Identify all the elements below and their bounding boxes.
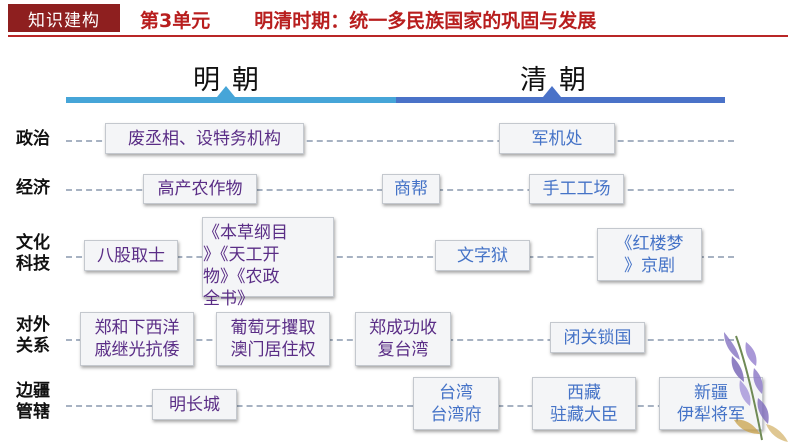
item-classic-books: 《本草纲目 》《天工开 物》《农政 全书》 — [202, 217, 334, 309]
row-line-culture — [66, 256, 734, 258]
row-label-foreign: 对外 关系 — [16, 315, 50, 357]
item-classic-books-line3: 物》《农政 — [203, 267, 280, 287]
row-label-border-line1: 边疆 — [16, 381, 50, 401]
item-taiwan-line1: 台湾 — [439, 382, 473, 403]
item-merchant-guilds: 商帮 — [382, 174, 440, 204]
row-label-culture-line2: 科技 — [16, 254, 50, 274]
item-xinjiang-line1: 新疆 — [694, 382, 728, 403]
row-line-border — [66, 405, 714, 407]
item-taiwan-prefecture: 台湾 台湾府 — [413, 377, 499, 430]
section-tag: 知识建构 — [8, 4, 120, 32]
item-abolish-prime-minister: 废丞相、设特务机构 — [105, 123, 304, 154]
qing-timeline-bar — [396, 97, 725, 103]
item-zheng-chenggong-line2: 复台湾 — [377, 340, 429, 360]
item-tibet-amban: 西藏 驻藏大臣 — [532, 377, 636, 430]
unit-number: 第3单元 — [140, 9, 211, 32]
row-label-foreign-line1: 对外 — [16, 315, 50, 335]
item-classic-books-line2: 》《天工开 — [203, 245, 280, 265]
row-label-culture: 文化 科技 — [16, 233, 50, 275]
row-label-border-line2: 管辖 — [16, 402, 50, 422]
item-closed-door-policy: 闭关锁国 — [550, 322, 645, 353]
item-tibet-line1: 西藏 — [567, 382, 601, 403]
item-classic-books-line4: 全书》 — [203, 289, 254, 309]
item-zheng-he-line2: 戚继光抗倭 — [94, 340, 180, 360]
item-tibet-line2: 驻藏大臣 — [550, 404, 618, 425]
item-zheng-he-line1: 郑和下西洋 — [94, 318, 180, 338]
row-label-politics: 政治 — [16, 129, 50, 149]
item-grand-council: 军机处 — [499, 123, 615, 154]
ming-timeline-bar — [66, 97, 396, 103]
row-label-culture-line1: 文化 — [16, 233, 50, 253]
row-label-foreign-line2: 关系 — [16, 336, 50, 356]
item-handicraft-workshops: 手工工场 — [529, 174, 624, 204]
item-portugal-line1: 葡萄牙攫取 — [230, 318, 316, 338]
row-label-border: 边疆 管辖 — [16, 381, 50, 423]
item-zheng-chenggong-taiwan: 郑成功收 复台湾 — [355, 312, 451, 366]
ming-pointer — [217, 86, 235, 97]
qing-pointer — [543, 86, 561, 97]
item-zheng-he-qi-jiguang: 郑和下西洋 戚继光抗倭 — [80, 312, 194, 366]
item-portugal-macau: 葡萄牙攫取 澳门居住权 — [216, 312, 330, 366]
unit-title: 第3单元 明清时期：统一多民族国家的巩固与发展 — [140, 5, 596, 33]
item-red-mansion-line2: 》京剧 — [624, 255, 675, 276]
row-line-politics — [66, 140, 734, 142]
item-red-mansion-line1: 《红楼梦 — [615, 233, 684, 254]
row-label-economy: 经济 — [16, 178, 50, 198]
item-ming-great-wall: 明长城 — [152, 389, 237, 420]
item-xinjiang-line2: 伊犁将军 — [677, 404, 745, 425]
item-high-yield-crops: 高产农作物 — [143, 174, 257, 204]
item-eight-legged-essay: 八股取士 — [84, 240, 178, 271]
item-portugal-line2: 澳门居住权 — [230, 340, 316, 360]
unit-topic: 明清时期：统一多民族国家的巩固与发展 — [254, 9, 597, 32]
item-zheng-chenggong-line1: 郑成功收 — [369, 318, 437, 338]
item-literary-inquisition: 文字狱 — [435, 240, 530, 271]
item-red-mansion-peking-opera: 《红楼梦 》京剧 — [597, 228, 702, 281]
flower-decoration-icon — [724, 332, 788, 442]
header-divider — [8, 35, 788, 37]
item-classic-books-line1: 《本草纲目 — [203, 223, 288, 243]
item-taiwan-line2: 台湾府 — [430, 404, 482, 425]
